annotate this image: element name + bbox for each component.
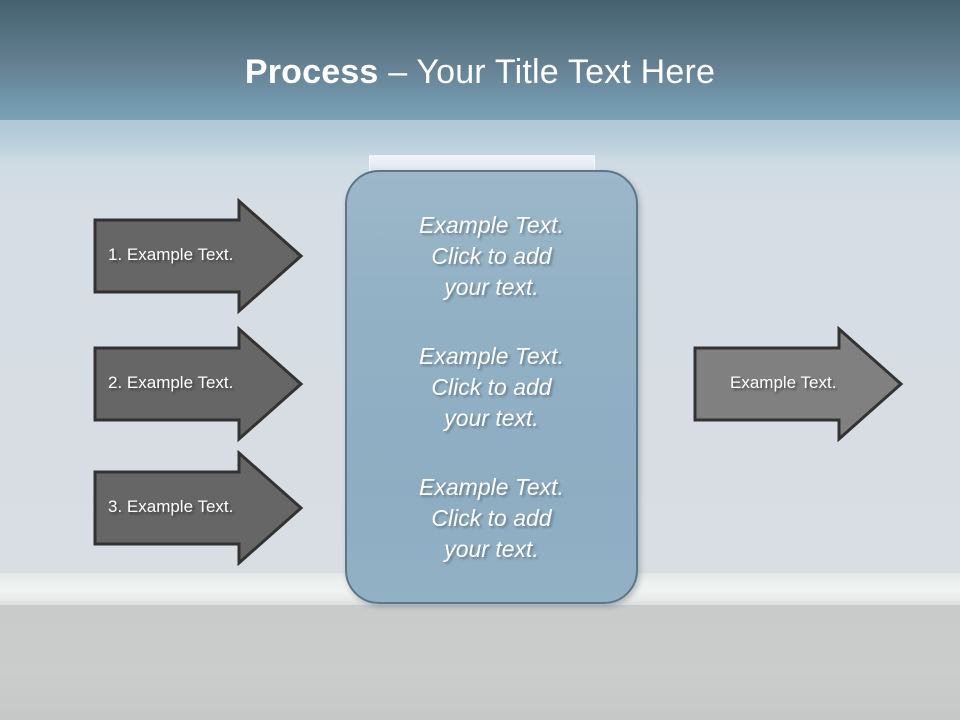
panel-text-block-1[interactable]: Example Text. Click to add your text.	[419, 211, 564, 300]
right-arrow-icon	[93, 326, 304, 442]
process-step-arrow-2-label: 2. Example Text.	[108, 373, 234, 392]
process-step-arrow-3[interactable]: 3. Example Text.	[92, 450, 304, 566]
background-floor	[0, 605, 960, 720]
page-title-bold: Process	[244, 53, 379, 91]
right-arrow-icon	[93, 450, 304, 566]
panel-text-block-3[interactable]: Example Text. Click to add your text.	[419, 473, 564, 562]
page-title: Process – Your Title Text Here	[0, 50, 960, 94]
process-step-arrow-1[interactable]: 1. Example Text.	[92, 198, 304, 314]
process-step-arrow-1-label: 1. Example Text.	[108, 245, 234, 264]
page-title-rest: – Your Title Text Here	[378, 53, 716, 91]
panel-text-block-2[interactable]: Example Text. Click to add your text.	[419, 342, 564, 431]
center-panel[interactable]: Example Text. Click to add your text. Ex…	[345, 170, 638, 604]
right-arrow-icon	[693, 326, 904, 442]
process-result-arrow-label: Example Text.	[730, 373, 837, 392]
process-step-arrow-3-label: 3. Example Text.	[108, 497, 234, 516]
process-step-arrow-2[interactable]: 2. Example Text.	[92, 326, 304, 442]
right-arrow-icon	[93, 198, 304, 314]
process-result-arrow[interactable]: Example Text.	[692, 326, 904, 442]
